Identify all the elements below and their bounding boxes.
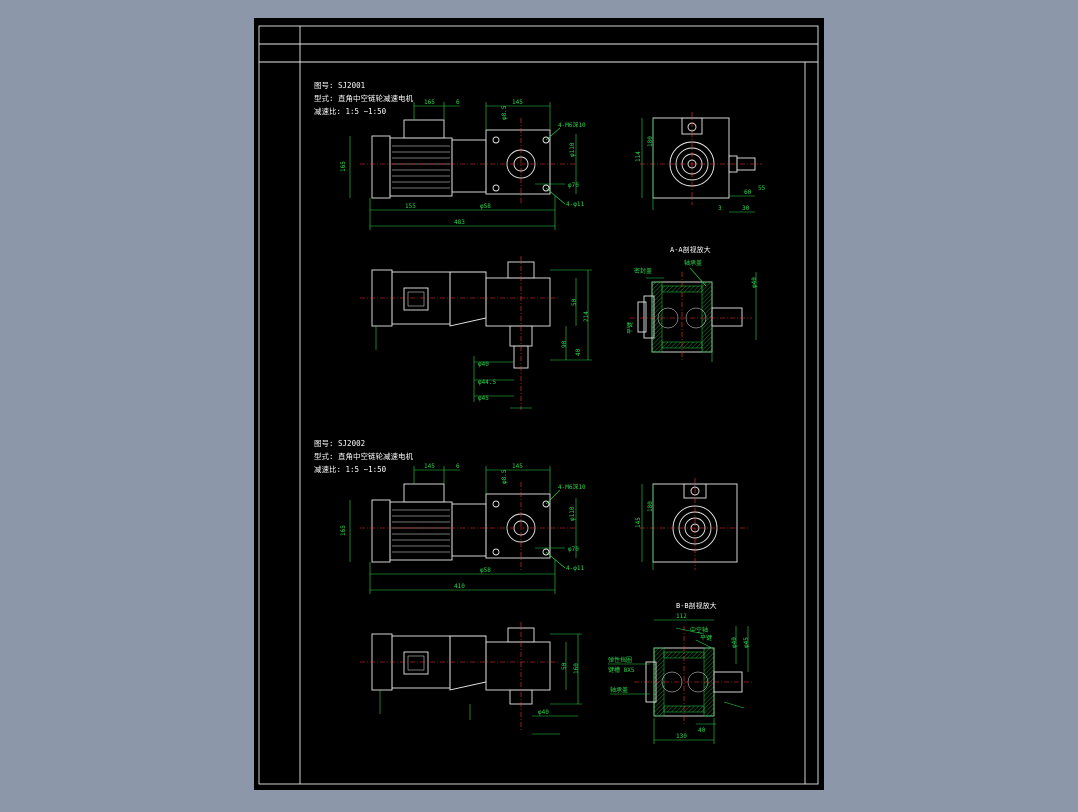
dim-b-top-2: 145 <box>512 463 523 470</box>
section-a-note-1: 轴承盖 <box>684 259 702 267</box>
dim-a-plan-5: φ44.5 <box>478 379 496 386</box>
dim-a-flange-4: φ70 <box>568 182 579 189</box>
title-block-frame <box>258 25 819 785</box>
dim-b-top-1: 6 <box>456 463 460 470</box>
dim-b-plan-0: 160 <box>573 663 580 674</box>
dim-a-flange-3: 4-φ11 <box>566 201 584 208</box>
section-a-note-3: φ40 <box>751 277 758 288</box>
dim-a-front-2: 155 <box>405 203 416 210</box>
section-b-note-2: 弹性挡圈 <box>608 656 632 664</box>
plan-view-b: 160 50 φ40 <box>360 622 582 735</box>
section-view-b: B-B剖视放大 112 中空轴 平键 弹性挡圈 键槽 8X5 轴承盖 <box>608 601 752 744</box>
title-a-line-1: 图号: SJ2001 <box>314 81 365 90</box>
dim-b-plan-1: 50 <box>561 662 568 670</box>
side-view-a: 114 180 60 3 30 55 <box>635 112 766 213</box>
section-b-note-4: 轴承盖 <box>610 686 628 694</box>
title-a: 图号: SJ2001 型式: 直角中空链轮减速电机 减速比: 1:5 ~1:50 <box>314 81 414 116</box>
dim-b-flange-3: 4-φ11 <box>566 565 584 572</box>
dim-a-plan-6: φ45 <box>478 395 489 402</box>
title-b-line-3: 减速比: 1:5 ~1:50 <box>314 464 387 474</box>
title-a-line-3: 减速比: 1:5 ~1:50 <box>314 106 387 116</box>
dim-b-side-1: 180 <box>647 501 654 512</box>
dim-a-side-2: 60 <box>744 189 752 196</box>
drawing-sheet <box>254 18 824 790</box>
dim-b-flange-4: φ70 <box>568 546 579 553</box>
title-b-line-2: 型式: 直角中空链轮减速电机 <box>314 451 414 461</box>
dim-a-side-3: 3 <box>718 205 722 212</box>
drawing-b: 图号: SJ2002 型式: 直角中空链轮减速电机 减速比: 1:5 ~1:50 <box>314 439 752 744</box>
section-b-note-1: 平键 <box>700 634 712 642</box>
title-b-line-1: 图号: SJ2002 <box>314 439 365 448</box>
dim-a-front-1: φ58 <box>480 203 491 210</box>
dim-a-front-0: 165 <box>340 161 347 172</box>
section-b-title: B-B剖视放大 <box>676 601 717 610</box>
dim-a-top-0: 165 <box>424 99 435 106</box>
dim-a-flange-2: φ8.5 <box>501 105 508 120</box>
dim-b-front-0: 165 <box>340 525 347 536</box>
section-view-a: A-A剖视放大 密封盖 轴承盖 平键 φ40 <box>626 245 758 362</box>
dim-a-plan-2: 90 <box>561 340 568 348</box>
section-b-dim-0: 112 <box>676 613 687 620</box>
dim-b-flange-0: 4-M6深10 <box>558 483 586 491</box>
front-view-b: 145 6 145 165 φ58 410 4-M6深10 φ110 φ8.5 … <box>340 463 586 594</box>
dim-b-front-2: 410 <box>454 583 465 590</box>
dim-a-plan-3: 40 <box>575 348 582 356</box>
side-view-b: 145 180 <box>635 478 750 570</box>
dim-b-side-0: 145 <box>635 517 642 528</box>
section-b-dim-4: 40 <box>698 727 706 734</box>
title-b: 图号: SJ2002 型式: 直角中空链轮减速电机 减速比: 1:5 ~1:50 <box>314 439 414 474</box>
dim-a-side-1: 180 <box>647 136 654 147</box>
dim-a-flange-1: φ110 <box>569 142 576 157</box>
dim-a-side-4: 30 <box>742 205 750 212</box>
dim-a-plan-4: φ40 <box>478 361 489 368</box>
dim-a-front-3: 483 <box>454 219 465 226</box>
dim-b-flange-2: φ8.5 <box>501 469 508 484</box>
dim-a-flange-0: 4-M6深10 <box>558 121 586 129</box>
section-a-note-0: 密封盖 <box>634 267 652 275</box>
dim-a-plan-0: 214 <box>583 311 590 322</box>
section-a-note-2: 平键 <box>626 322 634 334</box>
front-view-a: 165 6 145 165 φ58 155 483 4-M6深10 φ110 φ… <box>340 99 586 230</box>
title-a-line-2: 型式: 直角中空链轮减速电机 <box>314 93 414 103</box>
dim-b-plan-2: φ40 <box>538 709 549 716</box>
dim-b-front-1: φ58 <box>480 567 491 574</box>
section-b-note-0: 中空轴 <box>690 626 708 634</box>
section-b-dim-3: φ45 <box>743 637 750 648</box>
dim-b-top-0: 145 <box>424 463 435 470</box>
plan-view-a: 214 50 90 40 φ40 φ44.5 φ45 <box>360 256 592 410</box>
dim-a-side-5: 55 <box>758 185 766 192</box>
section-b-dim-2: φ40 <box>731 637 738 648</box>
section-b-note-3: 键槽 8X5 <box>608 666 635 674</box>
dim-b-flange-1: φ110 <box>569 506 576 521</box>
dim-a-plan-1: 50 <box>571 298 578 306</box>
section-b-dim-1: 130 <box>676 733 687 740</box>
dim-a-top-1: 6 <box>456 99 460 106</box>
section-a-title: A-A剖视放大 <box>670 245 711 254</box>
dim-a-side-0: 114 <box>635 151 642 162</box>
dim-a-top-2: 145 <box>512 99 523 106</box>
drawing-a: 图号: SJ2001 型式: 直角中空链轮减速电机 减速比: 1:5 ~1:50 <box>314 81 766 410</box>
